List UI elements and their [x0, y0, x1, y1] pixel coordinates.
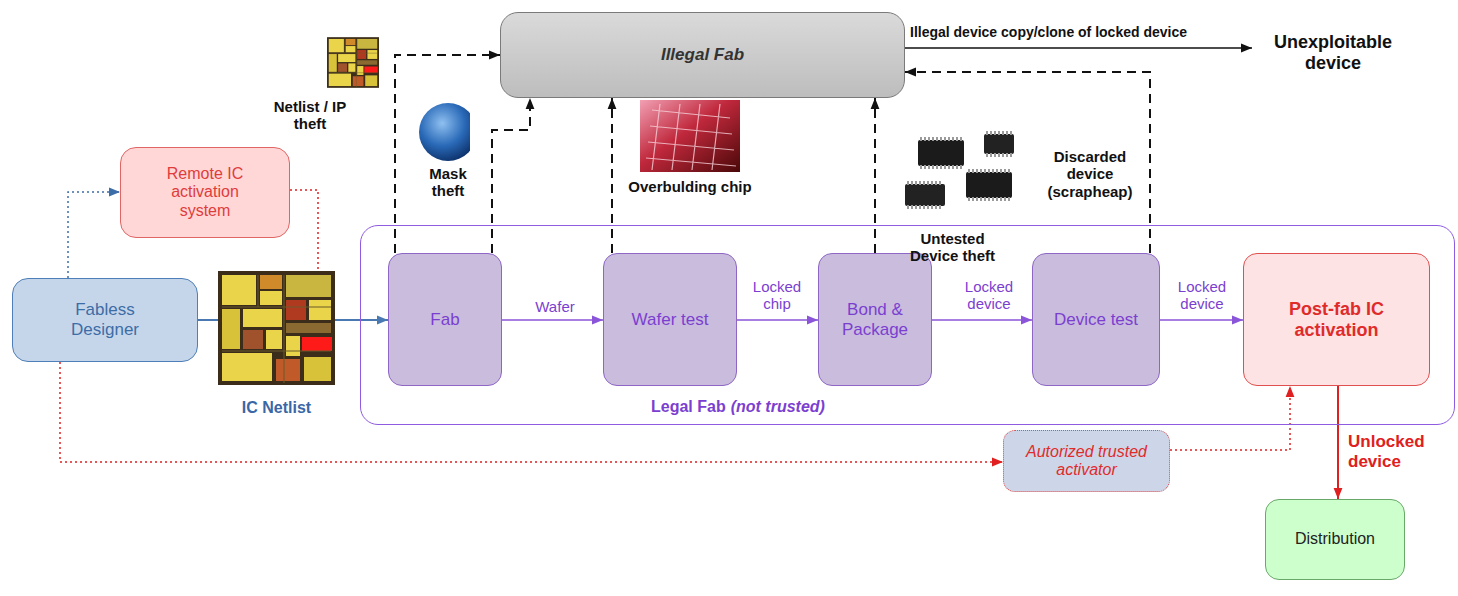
- process-box: Wafer test: [603, 253, 737, 386]
- box-text-group: Post-fab IC activation: [1252, 299, 1421, 340]
- activator-box: Autorized trusted activator: [1003, 430, 1170, 492]
- netlist-thumbnail: [327, 37, 379, 88]
- edge-label: Wafer: [520, 298, 590, 315]
- process-box: Fab: [388, 253, 502, 386]
- connector-arrow: [335, 319, 388, 321]
- box-text-group: Fab: [430, 310, 459, 330]
- edge-label: Locked chip: [738, 278, 816, 313]
- node-label: Autorized trusted activator: [1010, 443, 1163, 480]
- activation-box: Post-fab IC activation: [1243, 253, 1430, 386]
- node-label: Unexploitable device: [1252, 32, 1414, 73]
- edge-label: Discarded device (scrapheap): [1038, 148, 1142, 200]
- process-box: Device test: [1032, 253, 1160, 386]
- dashed-connector: [492, 98, 530, 253]
- edge-label: Locked device: [948, 278, 1030, 313]
- designer-box: Fabless Designer: [12, 278, 198, 362]
- band-title: Legal Fab: [651, 398, 726, 416]
- dashed-connector: [874, 98, 876, 253]
- legal-fab-band: Legal Fab (not trusted) Fab Wafer test Bond …: [360, 225, 1455, 425]
- process-box: Bond & Package: [818, 253, 932, 386]
- connector-arrow: [1160, 319, 1243, 321]
- box-text-group: Illegal Fab: [661, 45, 744, 65]
- band-title: (not trusted): [731, 398, 825, 416]
- connector-arrow: [737, 319, 818, 321]
- edge-label: Illegal device copy/clone of locked devi…: [910, 24, 1252, 40]
- box-text-group: Remote IC activation system: [150, 165, 260, 220]
- connector-arrow: [932, 319, 1032, 321]
- dashed-connector: [395, 55, 500, 253]
- edge-label: Mask theft: [416, 165, 480, 200]
- outcome-text: Unexploitable device: [1252, 24, 1414, 82]
- connector-arrow: [1337, 386, 1339, 499]
- dashed-connector: [611, 98, 613, 253]
- box-text-group: Unexploitable device: [1252, 32, 1414, 73]
- node-label: Wafer test: [632, 310, 709, 330]
- connector-arrow: [905, 47, 1252, 49]
- box-text-group: Fabless Designer: [55, 300, 155, 339]
- wafer-illustration: [419, 100, 480, 164]
- activation-system-box: Remote IC activation system: [120, 147, 290, 238]
- illegal-fab-box: Illegal Fab: [500, 12, 905, 98]
- edge-label: Untested Device theft: [900, 230, 1005, 265]
- node-label: Post-fab IC activation: [1252, 299, 1421, 340]
- node-label: Illegal Fab: [661, 45, 744, 65]
- dashed-connector: [68, 192, 120, 278]
- netlist-figure: IC Netlist: [218, 271, 335, 421]
- node-label: Bond & Package: [825, 300, 925, 339]
- node-label: Fab: [430, 310, 459, 330]
- dashed-connector: [1170, 386, 1290, 450]
- edge-label: Locked device: [1162, 278, 1242, 313]
- connector-arrow: [502, 319, 603, 321]
- band-label: Legal Fab (not trusted): [651, 398, 825, 416]
- box-text-group: Device test: [1054, 310, 1138, 330]
- netlist-image: [218, 271, 335, 385]
- connector-arrow: [198, 319, 218, 321]
- edge-label: Overbulding chip: [620, 178, 760, 195]
- overbuilt-chip-photo: [640, 100, 740, 172]
- distribution-box: Distribution: [1265, 499, 1405, 580]
- packaged-chips: [905, 133, 1014, 207]
- box-text-group: Autorized trusted activator: [1010, 443, 1163, 480]
- node-label: Fabless Designer: [55, 300, 155, 339]
- box-text-group: Bond & Package: [825, 300, 925, 339]
- dashed-connector: [290, 190, 318, 271]
- edge-label: Netlist / IP theft: [260, 98, 360, 133]
- node-label: Distribution: [1295, 530, 1375, 548]
- edge-label: Unlocked device: [1348, 432, 1440, 471]
- box-text-group: Distribution: [1295, 530, 1375, 548]
- node-label: IC Netlist: [242, 399, 311, 417]
- node-label: Device test: [1054, 310, 1138, 330]
- box-text-group: Wafer test: [632, 310, 709, 330]
- node-label: Remote IC activation system: [150, 165, 260, 220]
